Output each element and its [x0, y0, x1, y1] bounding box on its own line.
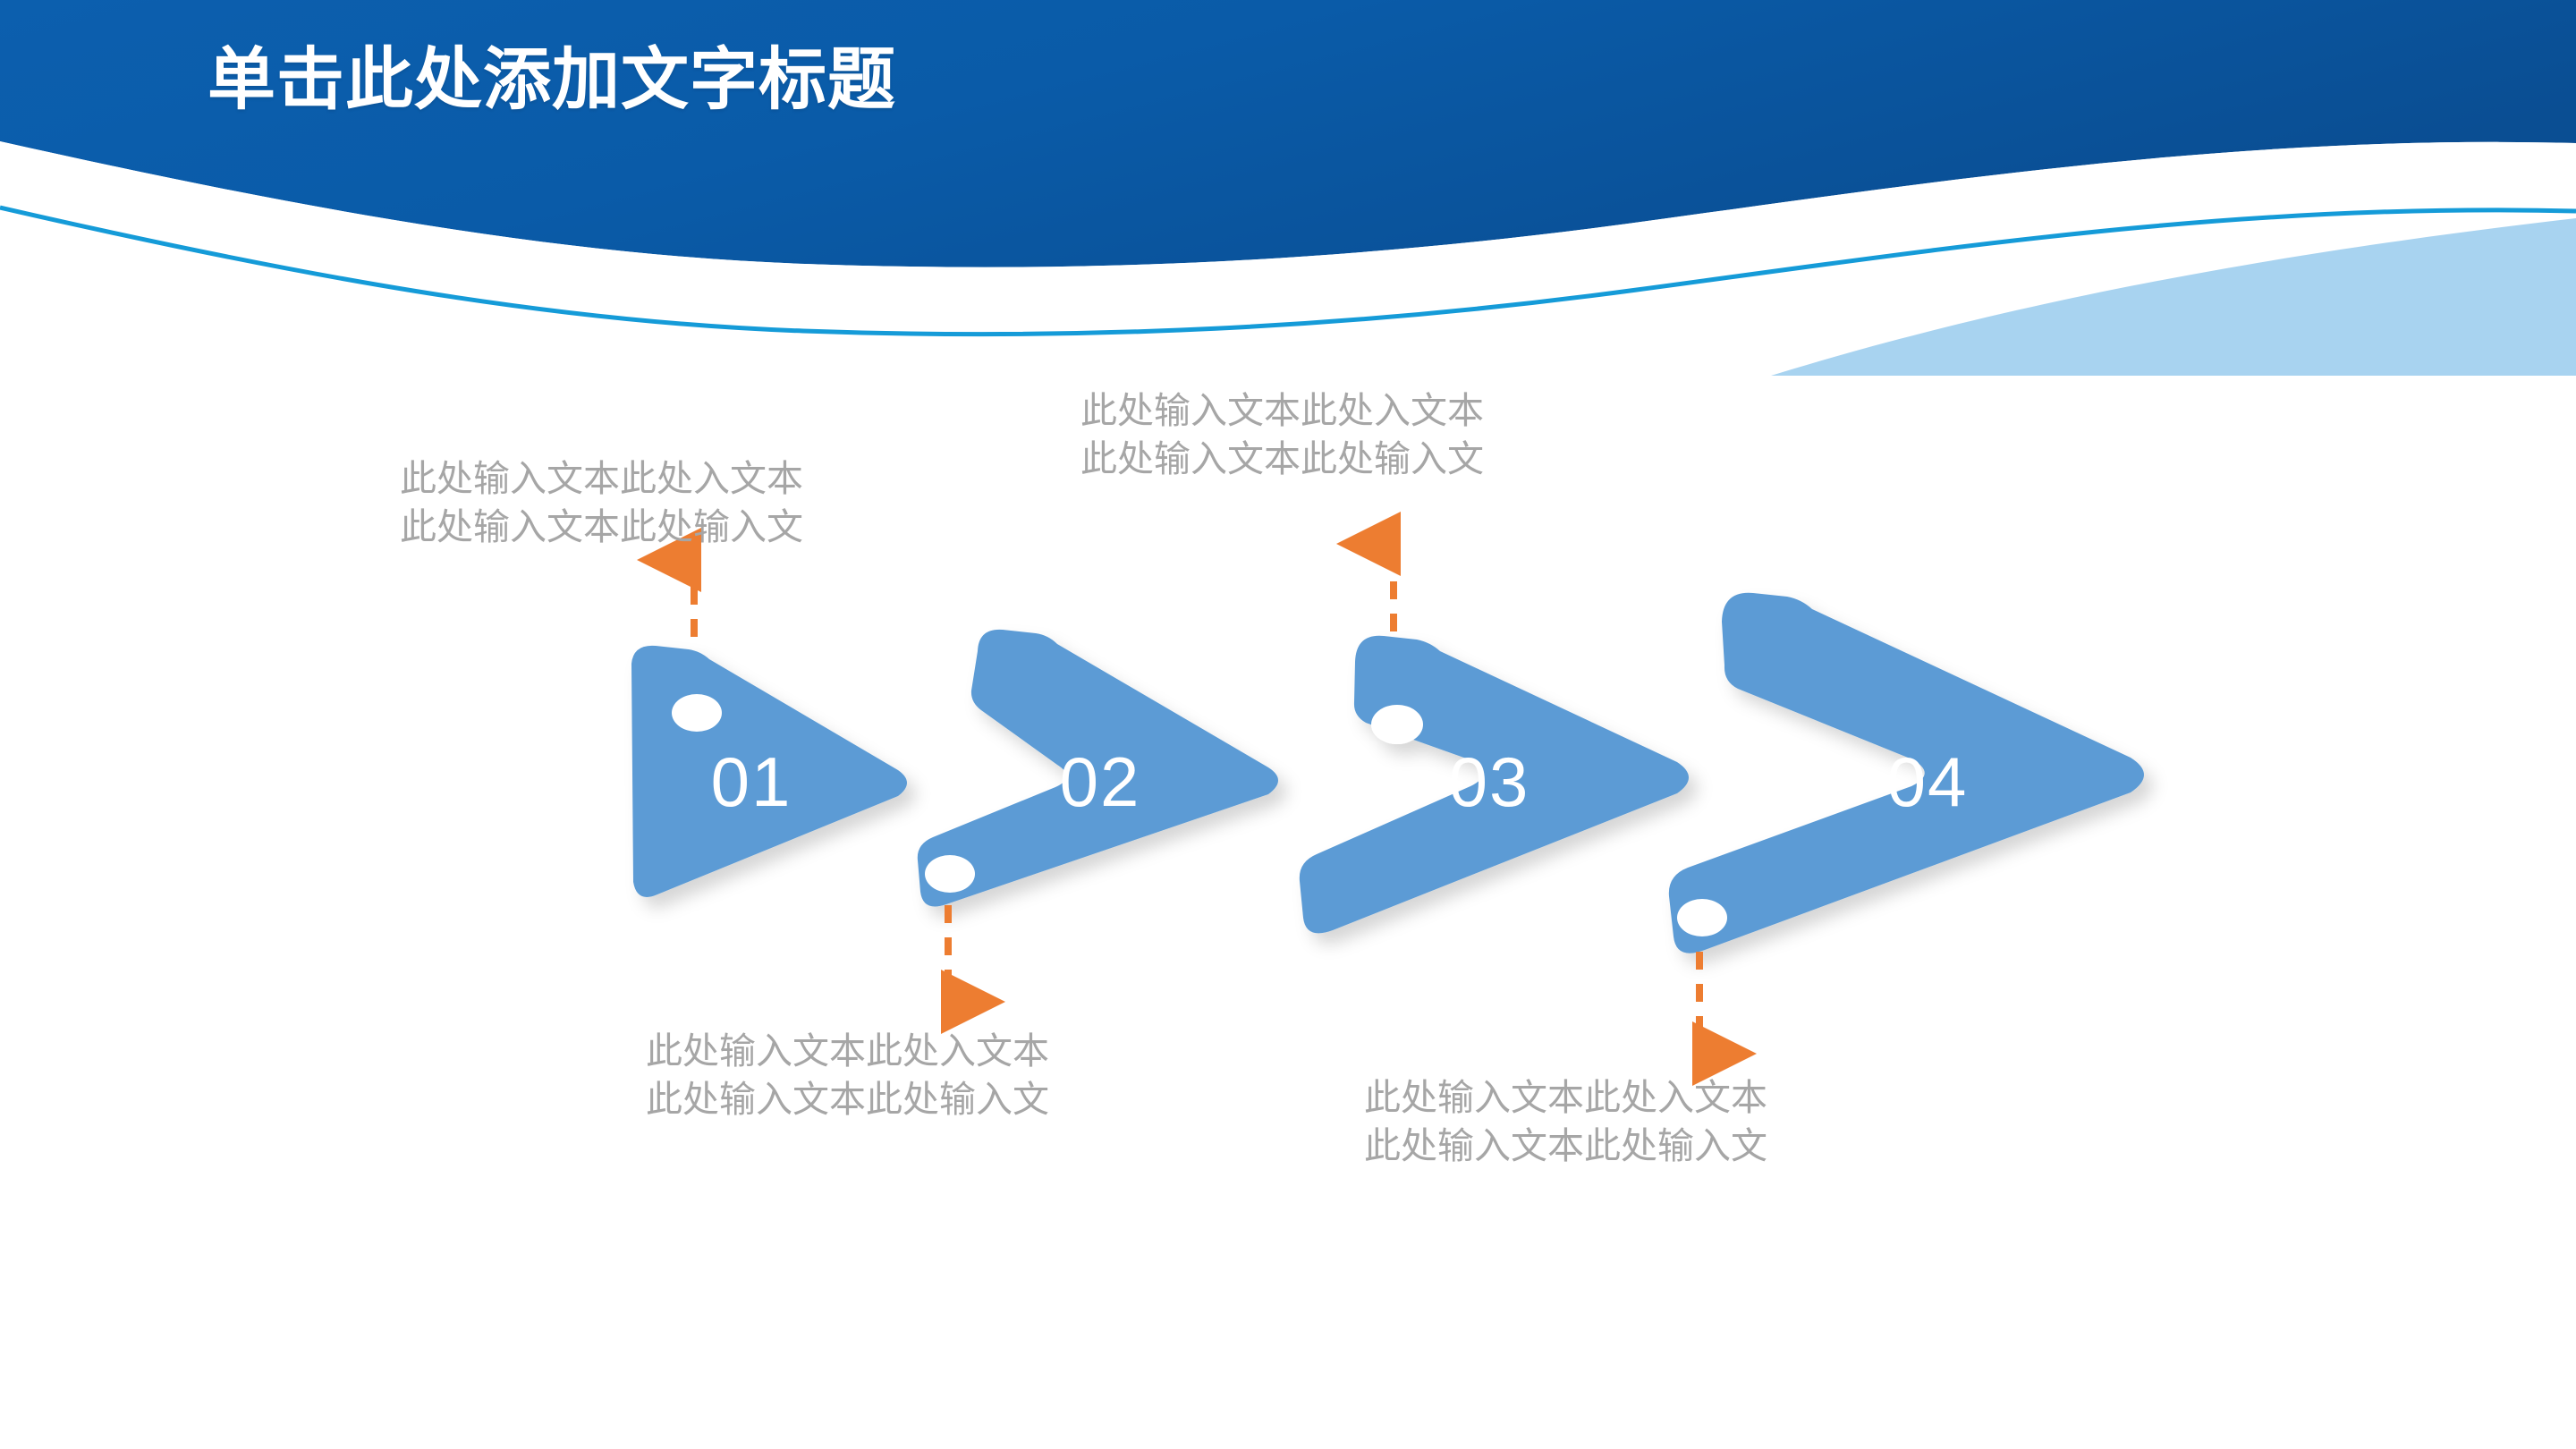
process-arrow-03[interactable]: [1299, 635, 1689, 934]
callout-text-01: 此处输入文本此处入文本 此处输入文本此处输入文: [400, 454, 803, 551]
arrow-02-punch-hole-icon: [925, 855, 975, 893]
callout-03-line-2: 此处输入文本此处输入文: [1080, 438, 1484, 480]
arrow-04-shape[interactable]: [1668, 592, 2144, 953]
callout-01-line-2: 此处输入文本此处输入文: [400, 506, 803, 548]
callout-02-line-2: 此处输入文本此处输入文: [646, 1079, 1049, 1121]
arrow-03-number: 03: [1448, 742, 1530, 821]
process-arrow-02[interactable]: [917, 629, 1278, 907]
callout-02-line-1: 此处输入文本此处入文本: [646, 1030, 1049, 1072]
callout-text-04: 此处输入文本此处入文本 此处输入文本此处输入文: [1364, 1073, 1767, 1170]
arrow-02-number: 02: [1059, 742, 1141, 821]
callout-01-line-1: 此处输入文本此处入文本: [400, 458, 803, 499]
arrow-02-shape[interactable]: [917, 629, 1278, 907]
callout-03-line-1: 此处输入文本此处入文本: [1080, 390, 1484, 431]
arrow-03-punch-hole-icon: [1371, 705, 1423, 744]
arrow-04-punch-hole-icon: [1677, 899, 1727, 936]
process-arrow-01[interactable]: [631, 645, 907, 897]
arrow-04-number: 04: [1886, 742, 1969, 821]
callout-text-03: 此处输入文本此处入文本 此处输入文本此处输入文: [1080, 386, 1484, 483]
arrow-01-number: 01: [710, 742, 792, 821]
arrow-01-punch-hole-icon: [672, 694, 722, 732]
callout-text-02: 此处输入文本此处入文本 此处输入文本此处输入文: [646, 1027, 1049, 1123]
page-title: 单击此处添加文字标题: [208, 42, 896, 118]
callout-04-line-2: 此处输入文本此处输入文: [1364, 1125, 1767, 1167]
callout-04-line-1: 此处输入文本此处入文本: [1364, 1077, 1767, 1118]
process-arrow-04[interactable]: [1668, 592, 2144, 953]
